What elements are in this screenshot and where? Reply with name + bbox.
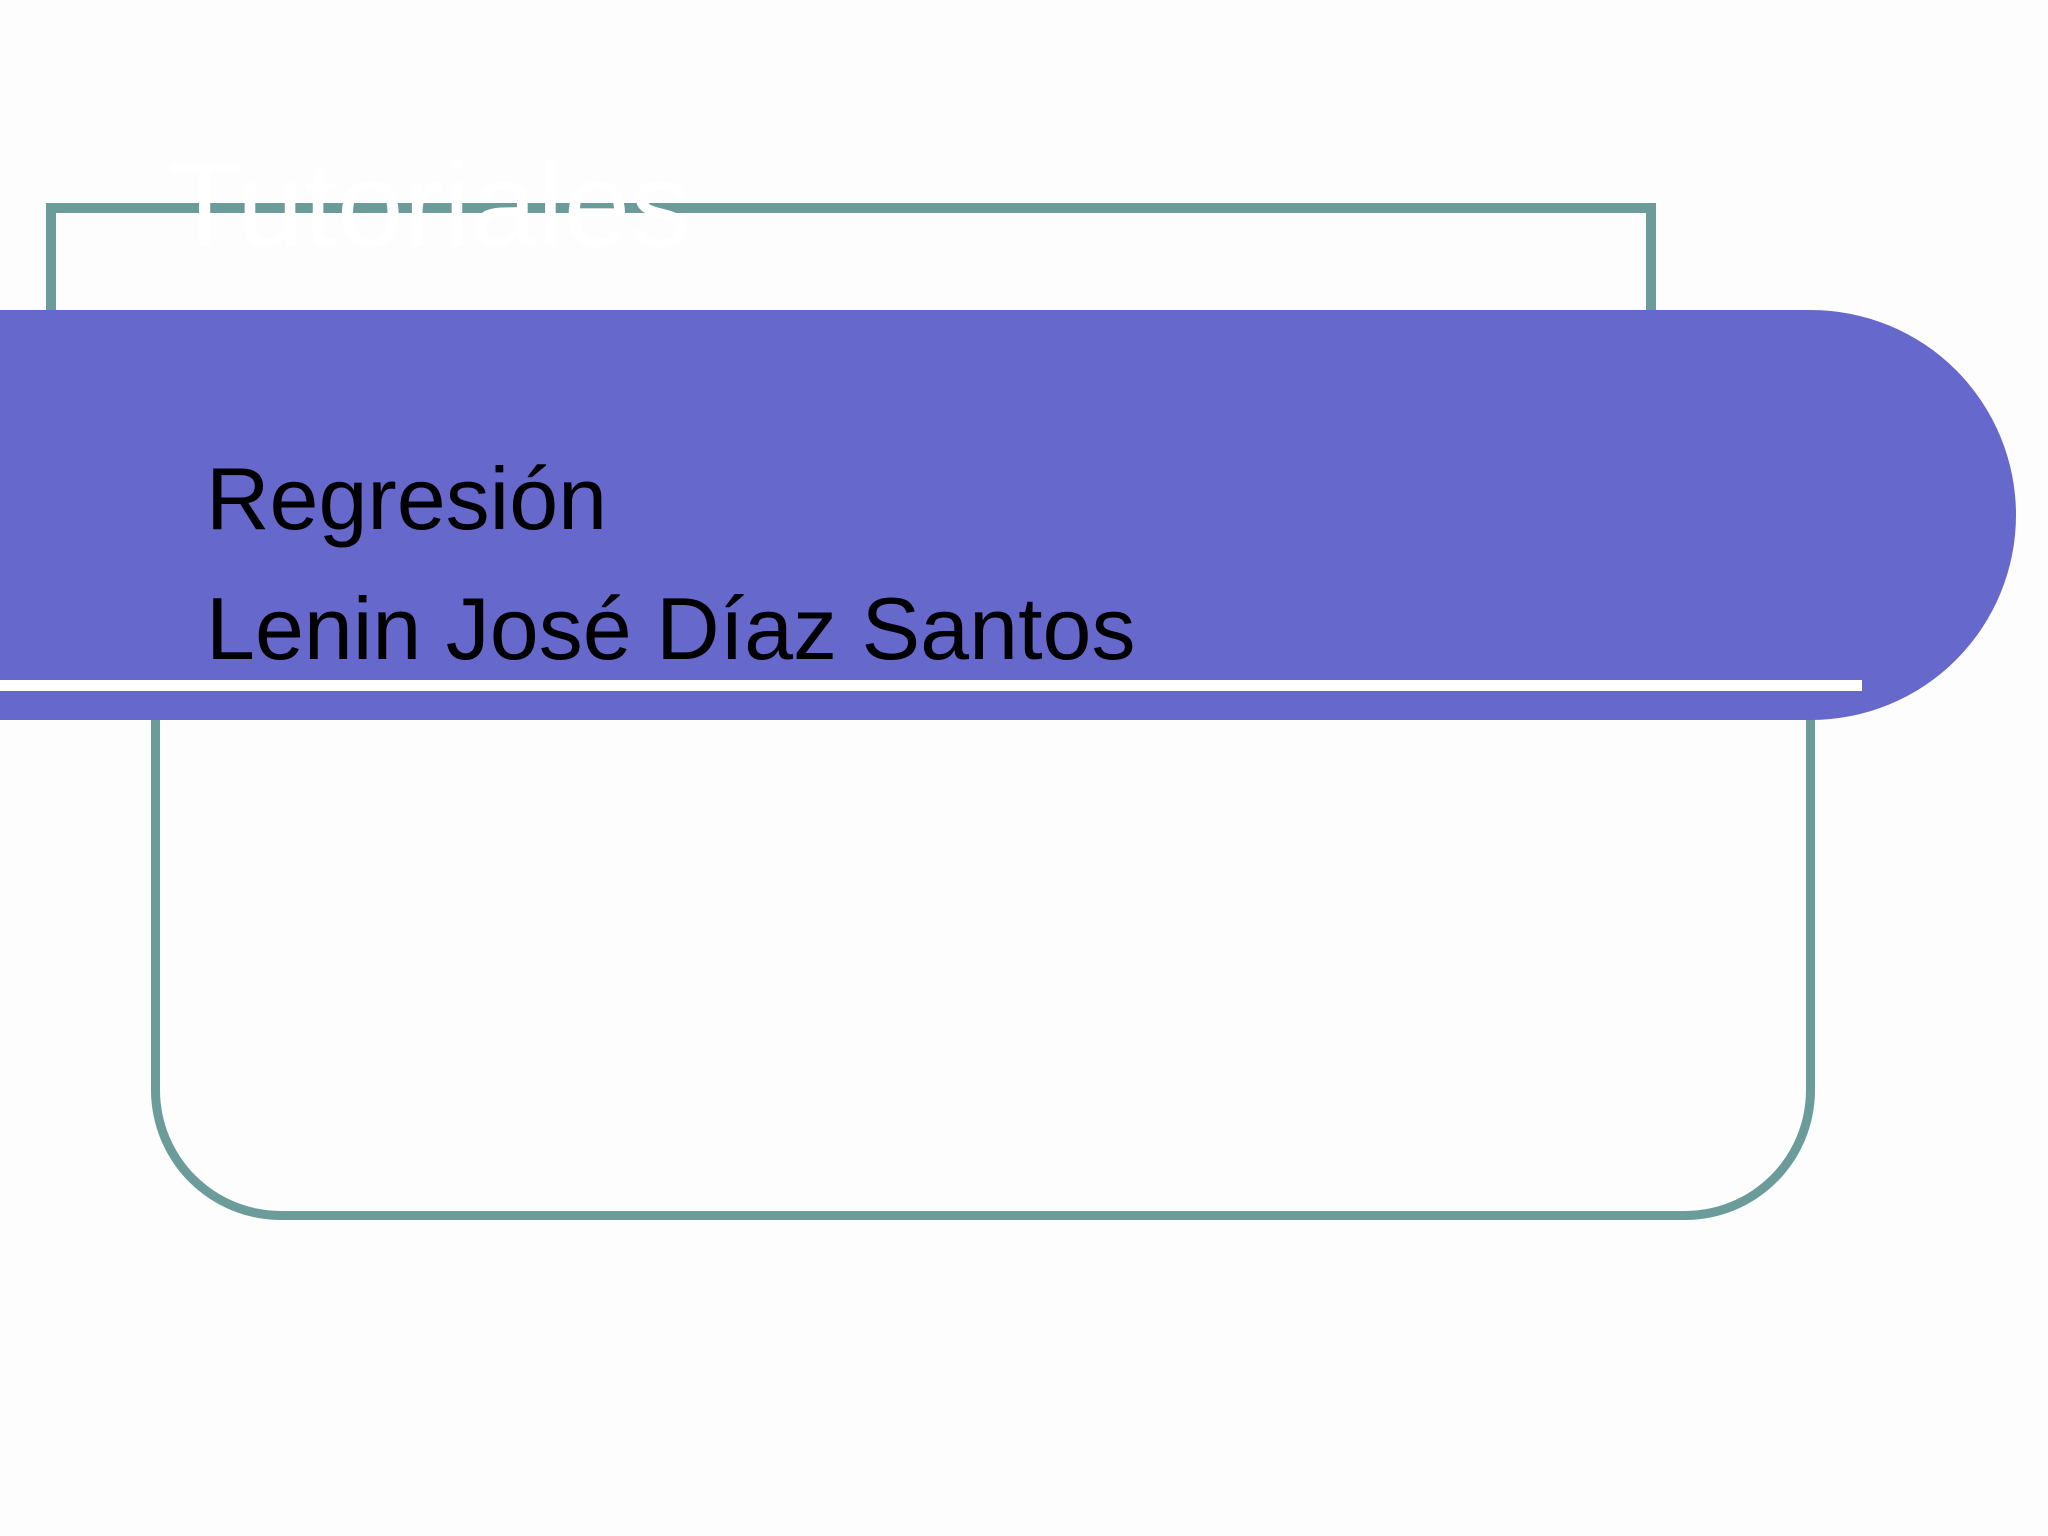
subtitle-topic: Regresión — [206, 449, 608, 548]
subtitle-author: Lenin José Díaz Santos — [206, 579, 1136, 678]
title-band — [0, 310, 2016, 720]
band-divider-line — [0, 680, 1862, 691]
slide-title: Tutoriales — [168, 138, 691, 272]
